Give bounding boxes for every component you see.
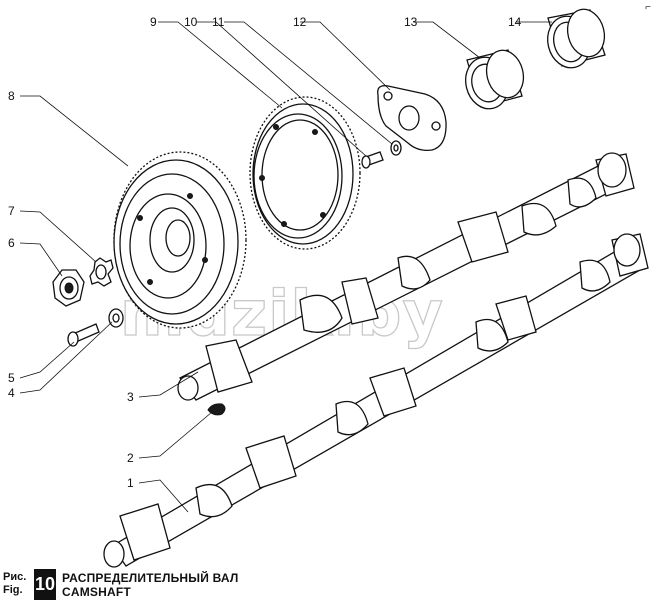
corner-mark: ⌐ — [645, 2, 651, 13]
part-7-lock-washer — [89, 257, 114, 287]
callout-6: 6 — [8, 236, 15, 250]
callout-2: 2 — [127, 451, 134, 465]
figure-number: 10 — [34, 569, 56, 600]
callout-3: 3 — [127, 390, 134, 404]
callout-4: 4 — [8, 386, 15, 400]
part-10-bolt — [361, 151, 384, 169]
callout-9: 9 — [150, 15, 157, 29]
figure-title-en: CAMSHAFT — [62, 585, 131, 599]
leader-lines — [19, 21, 552, 513]
part-6-nut — [52, 269, 85, 307]
part-8-intermediate-gear — [113, 151, 247, 329]
figure-label-ru: Рис. — [3, 571, 27, 583]
callout-7: 7 — [8, 204, 15, 218]
part-9-camshaft-gear — [249, 96, 361, 250]
part-4-washer — [108, 308, 124, 328]
callout-5: 5 — [8, 371, 15, 385]
part-5-bolt — [67, 323, 100, 347]
callout-13: 13 — [404, 15, 418, 29]
figure-label-en: Fig. — [3, 584, 23, 596]
callout-10: 10 — [184, 15, 198, 29]
part-14-bushing — [547, 8, 606, 69]
callout-12: 12 — [293, 15, 307, 29]
part-3-camshaft-upper — [177, 152, 635, 401]
part-12-thrust-plate — [377, 85, 447, 151]
part-11-washer — [390, 140, 402, 156]
callout-1: 1 — [127, 476, 134, 490]
part-1-camshaft-lower — [103, 233, 649, 568]
figure-title-ru: РАСПРЕДЕЛИТЕЛЬНЫЙ ВАЛ — [62, 571, 239, 585]
part-2-key — [207, 403, 226, 416]
callout-11: 11 — [212, 15, 225, 29]
callout-8: 8 — [8, 89, 15, 103]
callout-14: 14 — [508, 15, 522, 29]
part-13-bushing — [465, 49, 525, 110]
callout-numbers: 1 2 3 4 5 6 7 8 9 10 11 12 13 14 — [8, 15, 522, 490]
